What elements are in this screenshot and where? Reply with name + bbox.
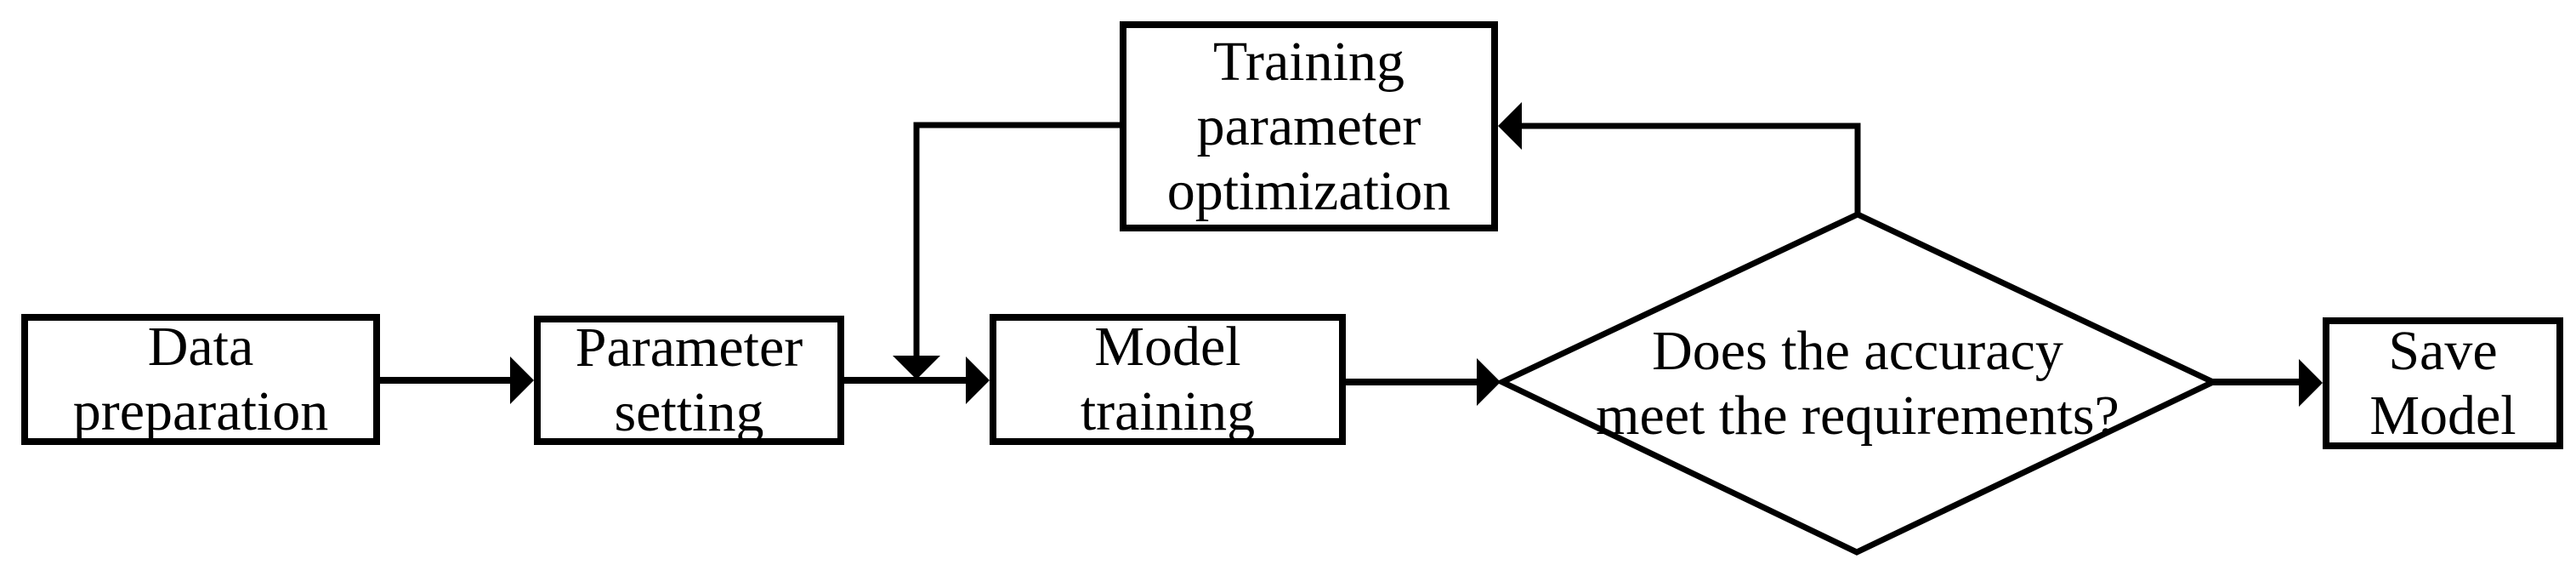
node-decision-label: Does the accuracy meet the requirements? [1502, 214, 2213, 552]
node-data-preparation: Data preparation [21, 314, 380, 445]
node-label-line: Parameter [575, 317, 803, 379]
node-label-line: Does the accuracy [1652, 319, 2063, 382]
node-label-line: optimization [1166, 159, 1451, 222]
connector-optimization-to-model-training [893, 122, 1120, 379]
arrowhead-left-icon [1498, 102, 1522, 150]
node-label-line: Model [1094, 316, 1241, 378]
node-label-line: Model [2369, 384, 2516, 447]
arrowhead-right-icon [966, 356, 990, 404]
node-label-line: training [1080, 380, 1256, 442]
node-label-line: Save [2388, 319, 2498, 382]
node-save-model: Save Model [2323, 317, 2563, 449]
node-label-line: parameter [1196, 94, 1421, 157]
connector-model-training-to-decision [1346, 358, 1501, 406]
connector-parameter-setting-to-model-training [844, 356, 990, 404]
node-label-line: Training [1213, 30, 1404, 93]
node-label-line: setting [614, 381, 764, 443]
node-label-line: meet the requirements? [1596, 384, 2119, 447]
node-training-parameter-optimization: Training parameter optimization [1120, 21, 1498, 231]
connector-decision-to-save-model [2213, 359, 2323, 407]
arrowhead-down-icon [893, 356, 940, 379]
connector-decision-to-optimization [1498, 102, 1861, 214]
arrowhead-right-icon [510, 356, 534, 404]
arrowhead-right-icon [1477, 358, 1501, 406]
connector-data-preparation-to-parameter-setting [380, 356, 534, 404]
arrowhead-right-icon [2299, 359, 2323, 407]
node-model-training: Model training [990, 314, 1346, 445]
node-label-line: Data [147, 316, 254, 378]
node-label-line: preparation [72, 380, 329, 442]
node-parameter-setting: Parameter setting [534, 316, 844, 445]
